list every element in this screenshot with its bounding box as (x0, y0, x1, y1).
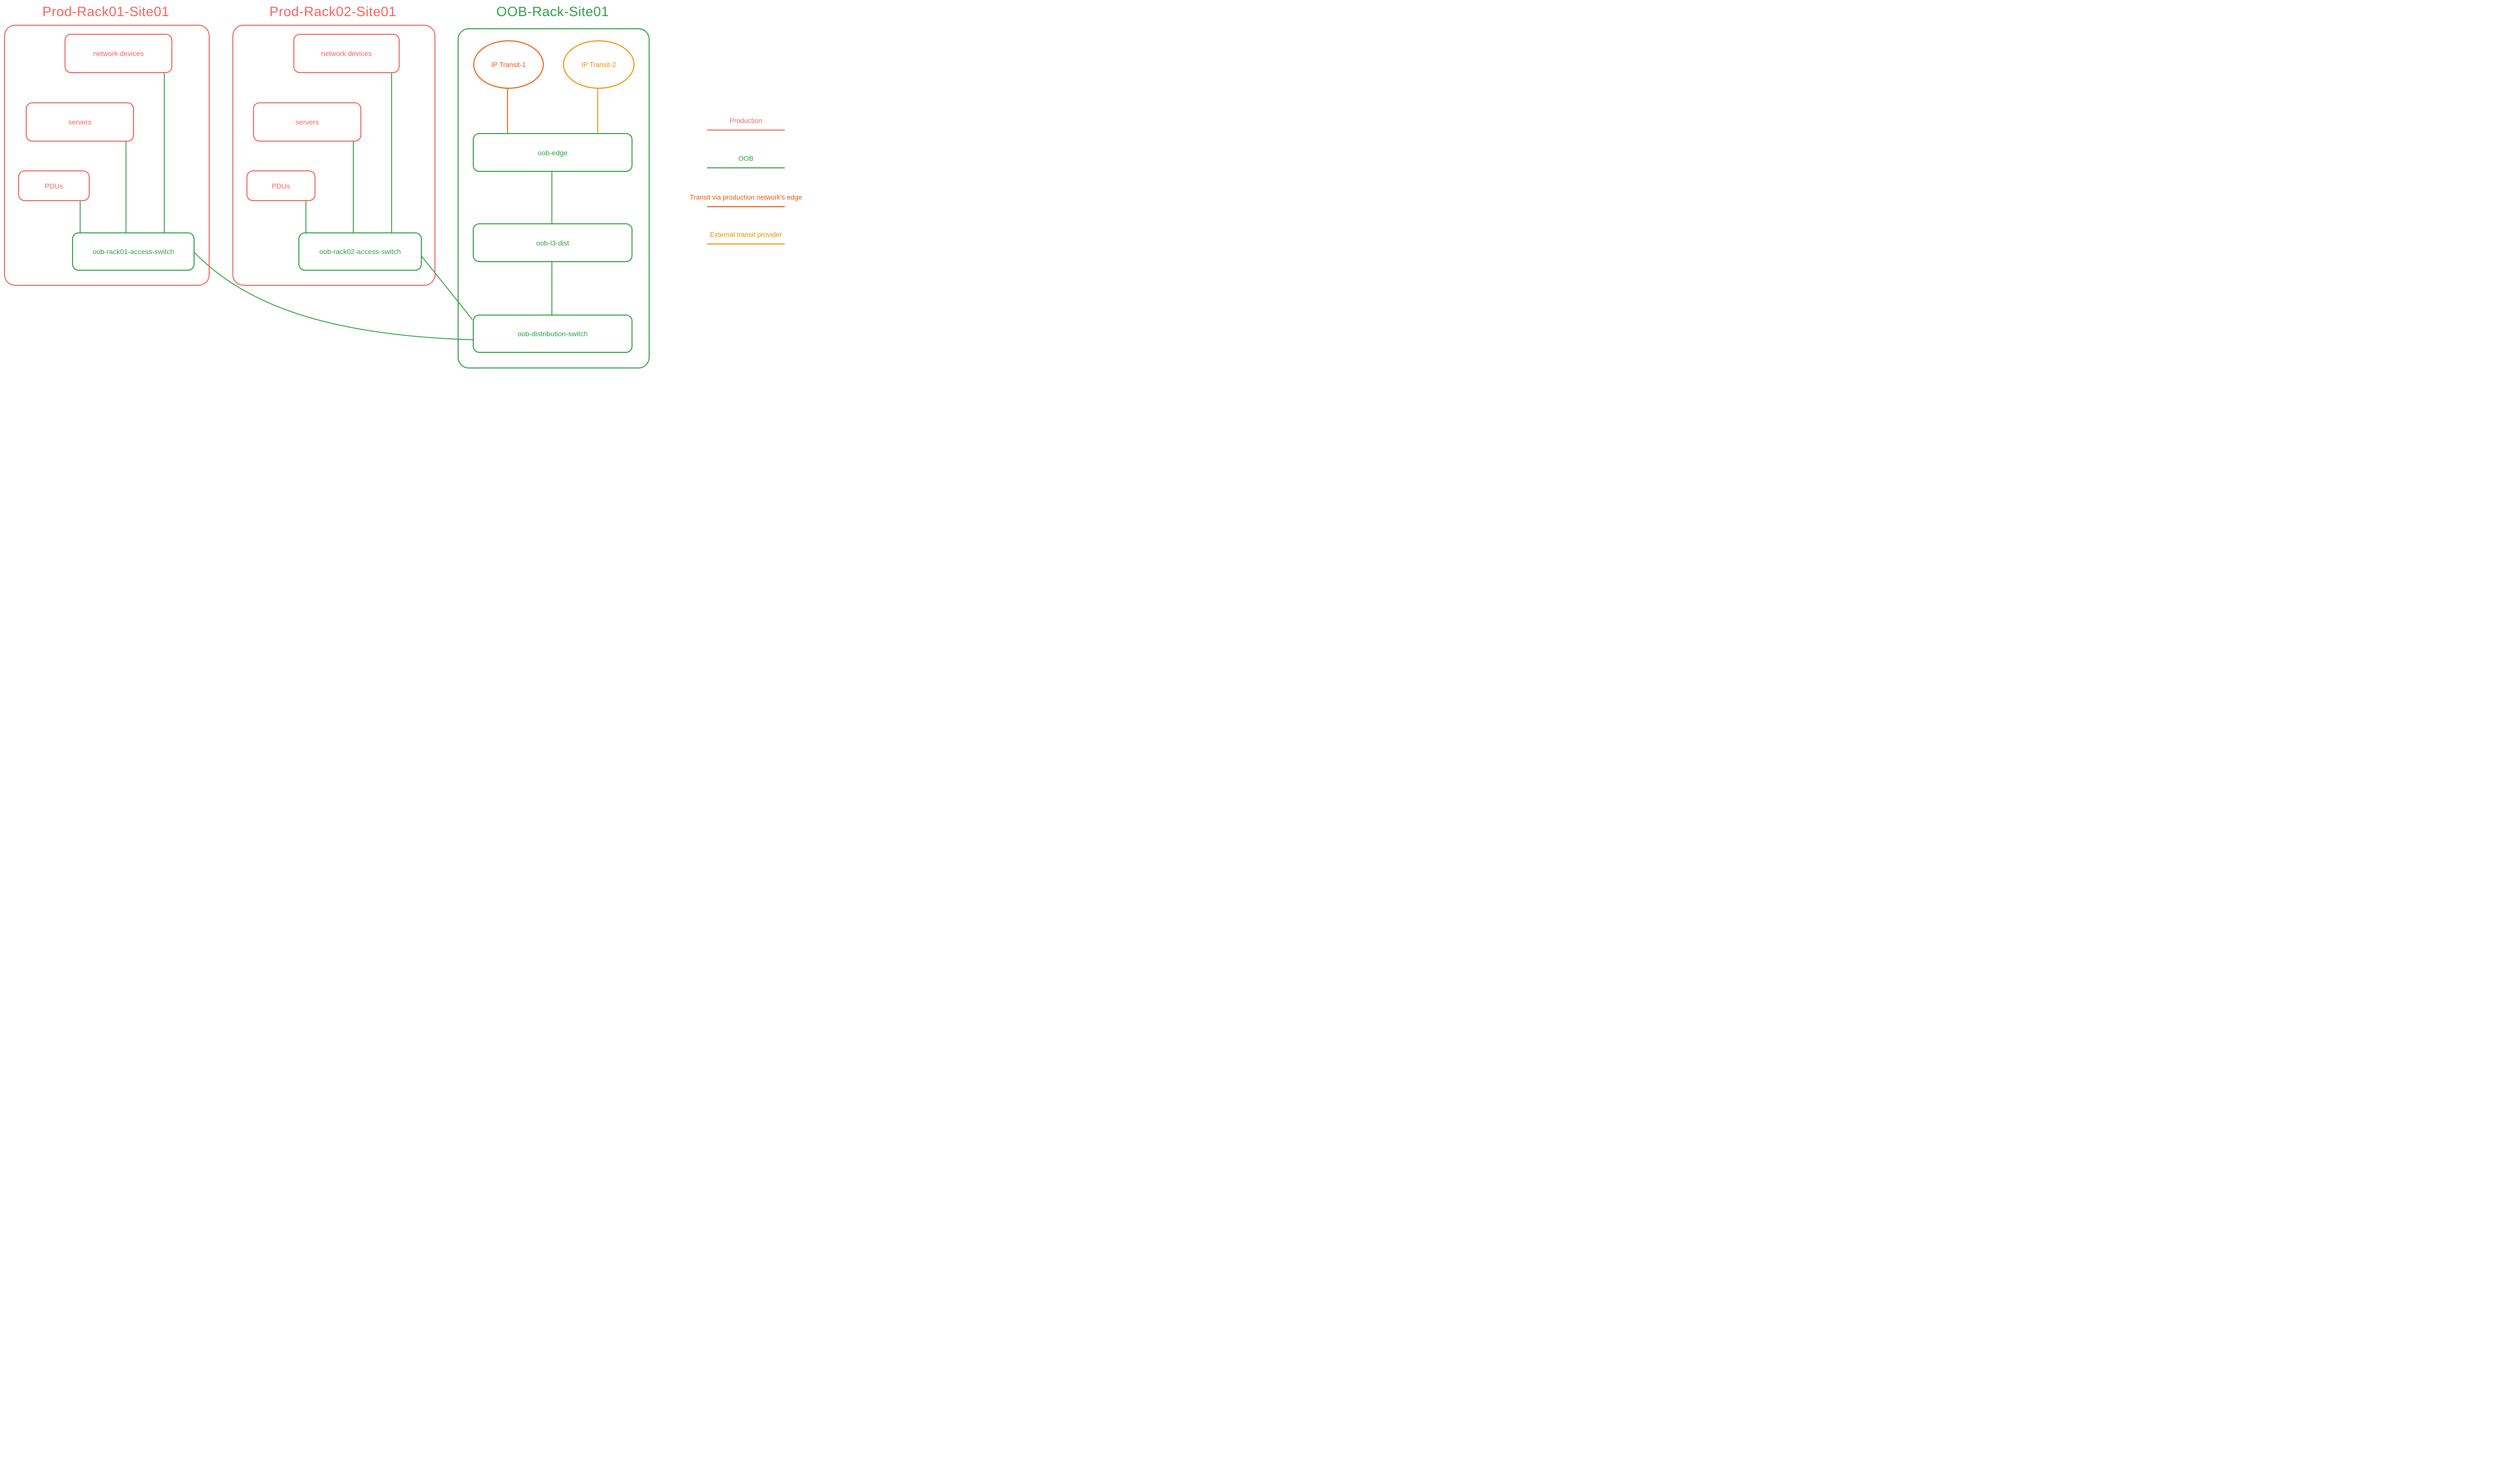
node-oob-distribution-switch: oob-distribution-switch (473, 315, 633, 353)
node-oob-l3-dist: oob-l3-dist (473, 223, 633, 262)
diagram-canvas: Prod-Rack01-Site01 Prod-Rack02-Site01 OO… (0, 0, 809, 371)
rack02-title: Prod-Rack02-Site01 (269, 4, 397, 19)
node-oob-rack02-access-switch: oob-rack02-access-switch (298, 232, 422, 271)
node-oob-edge: oob-edge (473, 133, 633, 172)
edges-layer (80, 71, 598, 340)
node-servers-rack01: servers (26, 102, 134, 142)
legend-label-external-transit: External transit provider (710, 231, 782, 238)
legend-line-external-transit (707, 243, 785, 244)
legend-label-oob: OOB (738, 155, 754, 162)
oob-rack-title: OOB-Rack-Site01 (496, 4, 609, 19)
legend-label-transit-production-edge: Transit via production network's edge (689, 194, 802, 201)
rack01-title: Prod-Rack01-Site01 (42, 4, 170, 19)
node-pdus-rack01: PDUs (18, 170, 90, 201)
node-servers-rack02: servers (253, 102, 361, 142)
container-prod-rack02 (232, 25, 435, 286)
container-prod-rack01 (4, 25, 210, 286)
container-oob-rack (458, 28, 650, 368)
node-ip-transit-1: IP Transit-1 (473, 40, 544, 89)
node-oob-rack01-access-switch: oob-rack01-access-switch (72, 232, 195, 271)
legend-line-production (707, 130, 785, 131)
legend-line-oob (707, 167, 785, 168)
node-network-devices-rack02: network devices (293, 34, 400, 73)
legend-label-production: Production (729, 117, 763, 125)
node-pdus-rack02: PDUs (246, 170, 316, 201)
edge-access2-to-distribution (419, 254, 473, 320)
edge-access1-to-distribution (192, 250, 473, 340)
node-network-devices-rack01: network devices (65, 34, 172, 73)
legend-line-transit-production-edge (707, 206, 785, 207)
node-ip-transit-2: IP Transit-2 (563, 40, 635, 89)
